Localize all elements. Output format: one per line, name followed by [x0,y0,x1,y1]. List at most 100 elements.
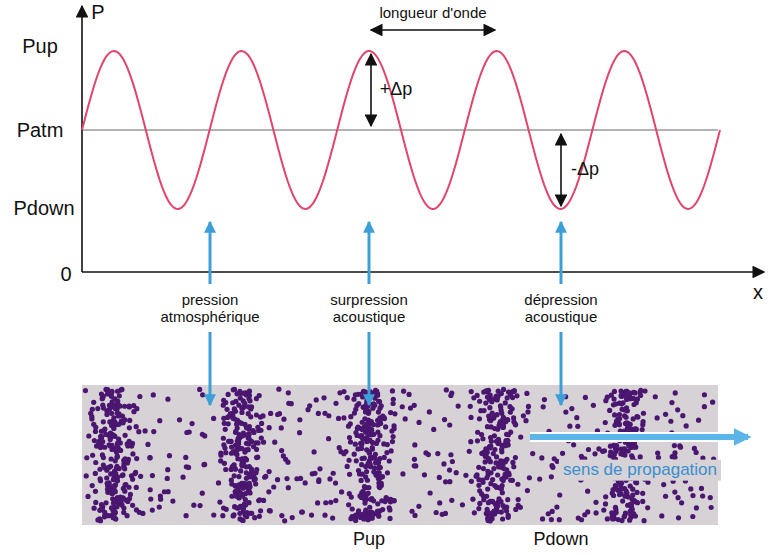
air-particle [347,472,352,477]
air-particle [133,470,138,475]
air-particle [127,404,132,409]
air-particle [230,416,235,421]
air-particle [460,502,465,507]
air-particle [362,456,367,461]
air-particle [244,441,249,446]
air-particle [363,485,368,490]
air-particle [232,406,237,411]
air-particle [240,461,245,466]
air-particle [603,494,608,499]
air-particle [223,467,228,472]
air-particle [359,494,364,499]
air-particle [495,472,500,477]
air-particle [157,504,162,509]
air-particle [630,487,635,492]
air-particle [447,467,452,472]
air-particle [485,507,490,512]
air-particle [423,450,428,455]
air-particle [387,505,392,510]
air-particle [267,425,272,430]
air-particle [186,465,191,470]
air-particle [84,455,89,460]
air-particle [254,412,259,417]
air-particle [591,403,596,408]
air-particle [456,404,461,409]
air-particle [235,506,240,511]
air-particle [202,462,207,467]
air-particle [443,479,448,484]
air-particle [673,390,678,395]
air-particle [554,504,559,509]
air-particle [640,419,645,424]
air-particle [468,439,473,444]
air-particle [549,517,554,522]
air-particle [574,415,579,420]
air-particle [469,479,474,484]
air-particle [486,500,491,505]
air-particle [631,416,636,421]
air-particle [247,436,252,441]
air-particle [612,452,617,457]
air-particle [385,442,390,447]
air-particle [540,516,545,521]
air-particle [428,490,433,495]
air-particle [542,397,547,402]
air-particle [290,515,295,520]
air-particle [85,494,90,499]
air-particle [488,518,493,523]
air-particle [129,443,134,448]
air-particle [251,430,256,435]
air-particle [444,387,449,392]
air-particle [233,448,238,453]
air-particle [422,472,427,477]
air-particle [645,505,650,510]
air-particle [117,393,122,398]
air-particle [549,474,554,479]
air-particle [524,391,529,396]
air-particle [505,417,510,422]
air-particle [377,399,382,404]
air-particle [494,454,499,459]
air-particle [243,456,248,461]
air-particle [131,403,136,408]
air-particle [688,486,693,491]
air-particle [366,409,371,414]
air-particle [95,517,100,522]
air-particle [109,394,114,399]
air-particle [127,425,132,430]
air-particle [678,445,683,450]
air-particle [467,449,472,454]
air-particle [143,428,148,433]
air-particle [197,503,202,508]
air-particle [102,514,107,519]
air-particle [375,438,380,443]
air-particle [367,451,372,456]
air-particle [326,436,331,441]
air-particle [167,453,172,458]
level-label: Patm [17,119,64,141]
air-particle [431,427,436,432]
air-particle [90,407,95,412]
air-particle [104,412,109,417]
air-particle [236,482,241,487]
air-particle [297,417,302,422]
air-particle [222,421,227,426]
air-particle [557,517,562,522]
air-particle [248,511,253,516]
air-particle [297,430,302,435]
delta-label: -Δp [571,160,599,180]
air-particle [448,393,453,398]
air-particle [492,447,497,452]
air-particle [86,433,91,438]
air-particle [499,418,504,423]
air-band [82,385,718,525]
air-particle [150,508,155,513]
air-particle [369,428,374,433]
air-particle [601,507,606,512]
air-particle [310,471,315,476]
air-particle [120,473,125,478]
air-particle [488,481,493,486]
air-particle [362,416,367,421]
air-particle [238,468,243,473]
air-particle [307,403,312,408]
